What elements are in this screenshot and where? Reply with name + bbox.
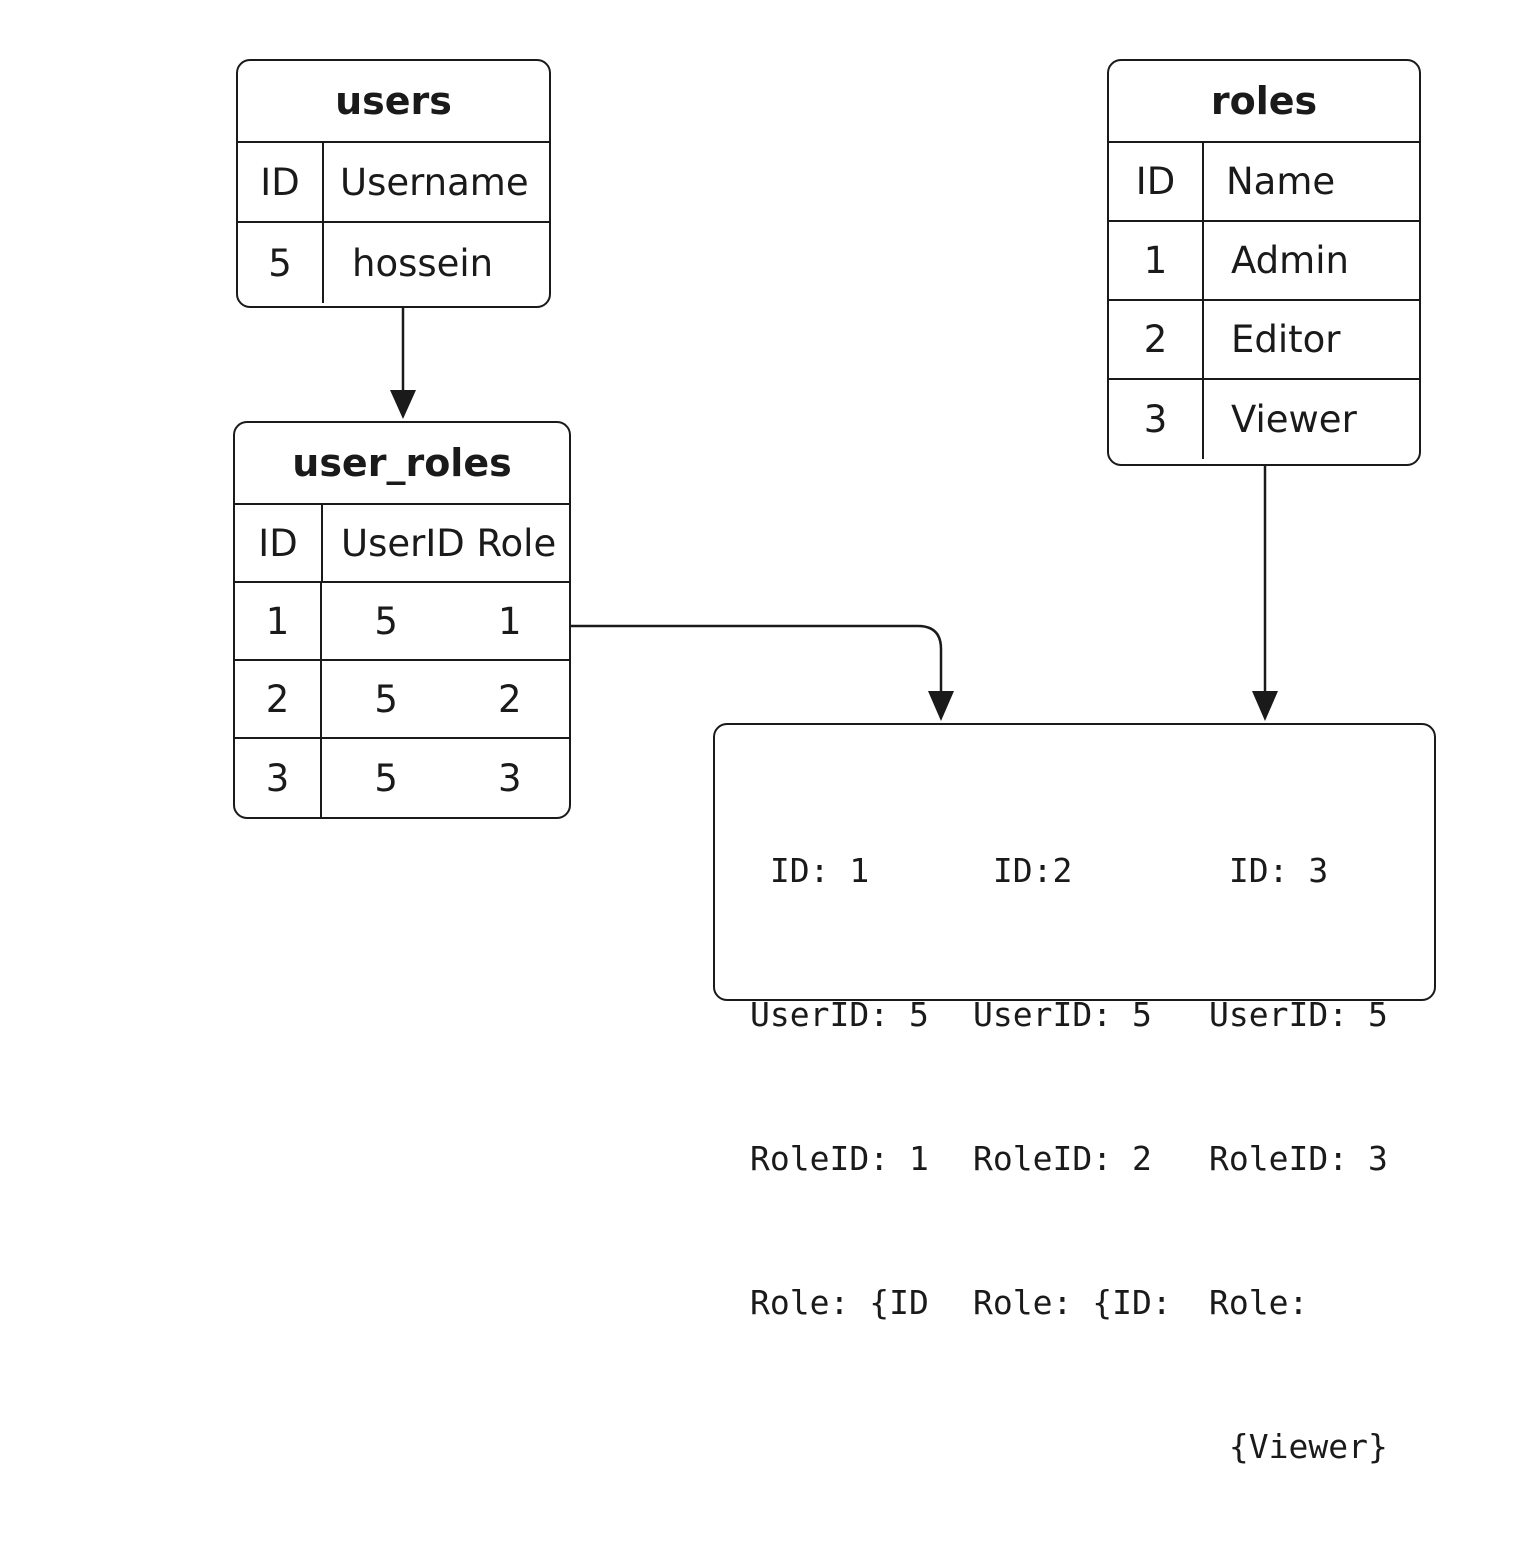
users-table-title: users [238,61,549,143]
user-roles-cell-role: 3 [497,756,522,800]
table-row: 3 5 3 [235,739,569,817]
record-role-continued [750,1423,929,1471]
arrowhead-user-roles-to-result [928,691,954,721]
record-user-id: UserID: 5 [750,995,929,1034]
roles-cell-id: 3 [1109,380,1204,459]
user-roles-cell-id: 2 [235,661,322,737]
users-cell-id: 5 [238,223,324,303]
roles-cell-name: Admin [1231,239,1349,282]
record-id: ID:2 [973,851,1073,890]
user-roles-cell-userid: 5 [374,756,398,800]
record-role: Role: [1209,1283,1309,1322]
user-roles-header-row: ID UserID Role [235,505,569,583]
users-header-username: Username [340,160,529,204]
table-row: 2 Editor [1109,301,1419,380]
record-role: Role: {ID [750,1283,929,1322]
user-roles-cell-id: 1 [235,583,322,659]
users-table: users ID Username 5 hossein [236,59,551,308]
users-header-id: ID [238,143,324,221]
record-id: ID: 3 [1209,851,1329,890]
user-roles-cell-userid: 5 [374,599,398,643]
roles-cell-id: 2 [1109,301,1204,378]
user-roles-cell-role: 1 [497,599,522,643]
result-record-1: ID: 1 UserID: 5 RoleID: 1 Role: {ID [750,751,929,1567]
roles-header-id: ID [1109,143,1204,220]
roles-table: roles ID Name 1 Admin 2 Editor 3 Viewer [1107,59,1421,466]
table-row: 5 hossein [238,223,549,303]
user-roles-table-title: user_roles [235,423,569,505]
arrow-user-roles-to-result [571,624,943,694]
arrowhead-users-to-user-roles [390,390,416,419]
user-roles-header-id: ID [235,505,323,581]
arrowhead-roles-to-result [1252,691,1278,721]
record-user-id: UserID: 5 [1209,995,1388,1034]
users-cell-username: hossein [352,241,494,285]
user-roles-header-userid-role: UserID Role [341,521,557,565]
record-role-continued [973,1423,1172,1471]
record-id: ID: 1 [750,851,870,890]
roles-cell-name: Editor [1231,318,1341,361]
table-row: 1 5 1 [235,583,569,661]
user-roles-cell-role: 2 [497,677,522,721]
record-role-id: RoleID: 3 [1209,1139,1388,1178]
user-roles-cell-userid: 5 [374,677,398,721]
users-header-row: ID Username [238,143,549,223]
table-row: 3 Viewer [1109,380,1419,459]
result-record-3: ID: 3 UserID: 5 RoleID: 3 Role: {Viewer} [1209,751,1388,1567]
roles-header-name: Name [1226,160,1336,203]
user-roles-table: user_roles ID UserID Role 1 5 1 2 5 2 3 … [233,421,571,819]
record-role: Role: {ID: [973,1283,1172,1322]
table-row: 2 5 2 [235,661,569,739]
record-role-id: RoleID: 1 [750,1139,929,1178]
record-role-id: RoleID: 2 [973,1139,1152,1178]
joined-result-box: ID: 1 UserID: 5 RoleID: 1 Role: {ID ID:2… [713,723,1436,1466]
roles-cell-id: 1 [1109,222,1204,299]
result-record-2: ID:2 UserID: 5 RoleID: 2 Role: {ID: [973,751,1172,1567]
roles-cell-name: Viewer [1231,398,1357,441]
user-roles-cell-id: 3 [235,739,322,817]
roles-header-row: ID Name [1109,143,1419,222]
roles-table-title: roles [1109,61,1419,143]
record-role-continued: {Viewer} [1209,1427,1388,1466]
table-row: 1 Admin [1109,222,1419,301]
record-user-id: UserID: 5 [973,995,1152,1034]
